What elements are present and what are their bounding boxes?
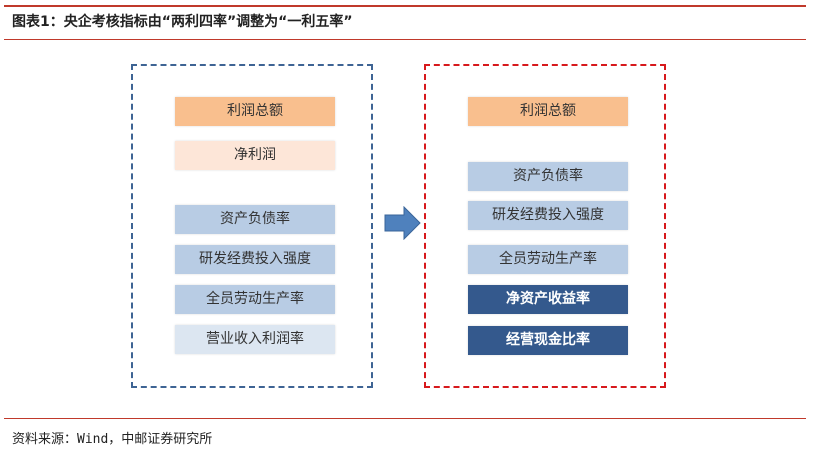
left-item: 营业收入利润率 (175, 325, 335, 354)
right-item: 净资产收益率 (468, 285, 628, 314)
bottom-rule (4, 418, 806, 419)
right-item: 资产负债率 (468, 162, 628, 191)
right-item: 全员劳动生产率 (468, 245, 628, 274)
old-indicators-box (131, 64, 373, 388)
figure-title: 图表1：央企考核指标由“两利四率”调整为“一利五率” (12, 14, 353, 30)
left-item: 净利润 (175, 141, 335, 170)
left-item: 研发经费投入强度 (175, 245, 335, 274)
left-item: 资产负债率 (175, 205, 335, 234)
left-item: 全员劳动生产率 (175, 285, 335, 314)
right-item: 研发经费投入强度 (468, 201, 628, 230)
title-rule (4, 39, 806, 40)
arrow-right-icon (384, 206, 421, 240)
source-note: 资料来源：Wind，中邮证券研究所 (12, 432, 213, 447)
new-indicators-box (424, 64, 666, 388)
right-item: 利润总额 (468, 97, 628, 126)
right-item: 经营现金比率 (468, 326, 628, 355)
left-item: 利润总额 (175, 97, 335, 126)
top-rule (4, 5, 806, 7)
